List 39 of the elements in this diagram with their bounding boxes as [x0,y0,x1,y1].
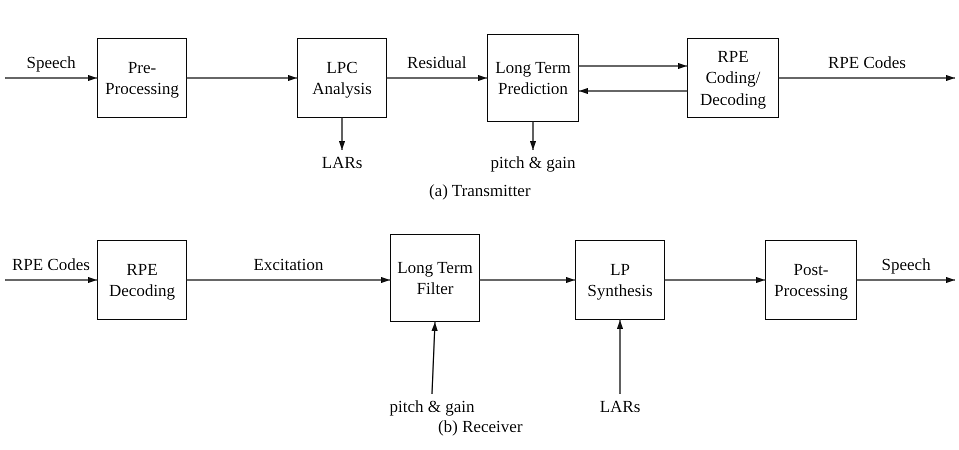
arrow [5,74,97,82]
box-label: LPC Analysis [311,56,373,100]
process-box [390,234,480,322]
box-label: Long Term Filter [396,256,474,300]
arrow [665,276,765,284]
edge-label: Speech [880,256,932,275]
box-label: Post- Processing [773,258,849,302]
process-box [765,240,857,320]
arrow [616,320,624,394]
arrow [338,118,346,150]
arrow [579,62,687,70]
arrow [5,276,97,284]
box-label: Long Term Prediction [494,56,572,100]
arrow [187,276,390,284]
process-box [487,34,579,122]
edge-label: Speech [26,54,77,73]
arrow [480,276,575,284]
signal-label: LARs [590,396,650,418]
arrow [187,74,297,82]
process-box [575,240,665,320]
arrow [530,122,536,150]
box-label: LP Synthesis [586,258,654,302]
process-box [687,38,779,118]
box-label: RPE Coding/ Decoding [698,46,768,110]
arrow [387,74,487,82]
arrow [779,74,955,82]
process-box [297,38,387,118]
box-label: Pre- Processing [104,56,180,100]
box-label: RPE Decoding [108,258,176,302]
caption: (a) Transmitter [429,182,531,201]
arrow [431,322,438,394]
arrow [857,276,955,284]
process-box [97,240,187,320]
signal-label: pitch & gain [483,152,583,174]
caption: (b) Receiver [438,418,522,437]
signal-label: LARs [312,152,372,174]
signal-label: pitch & gain [382,396,482,418]
arrow [579,88,687,94]
process-box [97,38,187,118]
